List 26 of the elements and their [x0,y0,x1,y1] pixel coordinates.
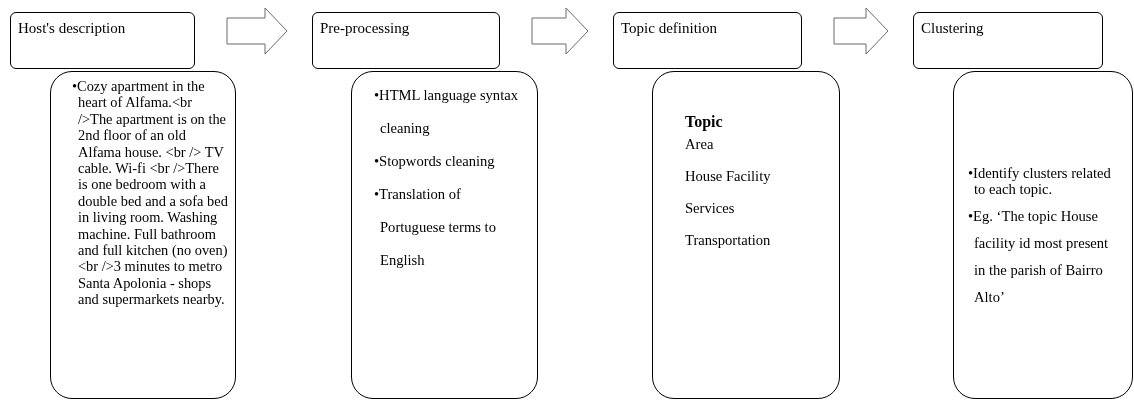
topic-item: Area [685,136,715,153]
step-content-box [351,71,538,399]
step-header-box [312,12,500,69]
bullet-item: •Stopwords cleaning [374,152,496,171]
topic-item: House Facility [685,168,772,185]
bullet-item: •HTML language syntax cleaning [374,86,519,138]
bullet-item: •Eg. ‘The topic House facility id most present in the parish of Bairro Alto’ [968,207,1110,307]
step-title: Clustering [921,19,985,37]
step-header-box [10,12,195,69]
bullet-item: •Identify clusters related to each topic. [968,165,1112,197]
step-content-box [652,71,840,399]
step-title: Pre-processing [320,19,411,37]
block-arrow [833,7,889,55]
topic-item: Services [685,200,736,217]
topic-item: Transportation [685,232,772,249]
step-content-box [953,71,1133,399]
step-title: Topic definition [621,19,718,37]
block-arrow [226,7,288,55]
step-title: Host's description [18,19,127,37]
bullet-item: •Translation of Portuguese terms to English [374,185,497,270]
step-header-box [613,12,802,69]
topic-heading: Topic [685,112,724,133]
block-arrow [531,7,589,55]
step-header-box [913,12,1103,69]
description-text: •Cozy apartment in the heart of Alfama.<br />The apartment is on the 2nd floor of an old Alfama house. <br /> TV cable. Wi-fi <br />There is one bedroom with a double bed and a sofa bed in living room. Washing machine. Full bathroom and full kitchen (no oven)<br />3 minutes to metro Santa Apolonia - shops and supermarkets nearby. [72,78,229,308]
step-content-box [50,71,236,399]
